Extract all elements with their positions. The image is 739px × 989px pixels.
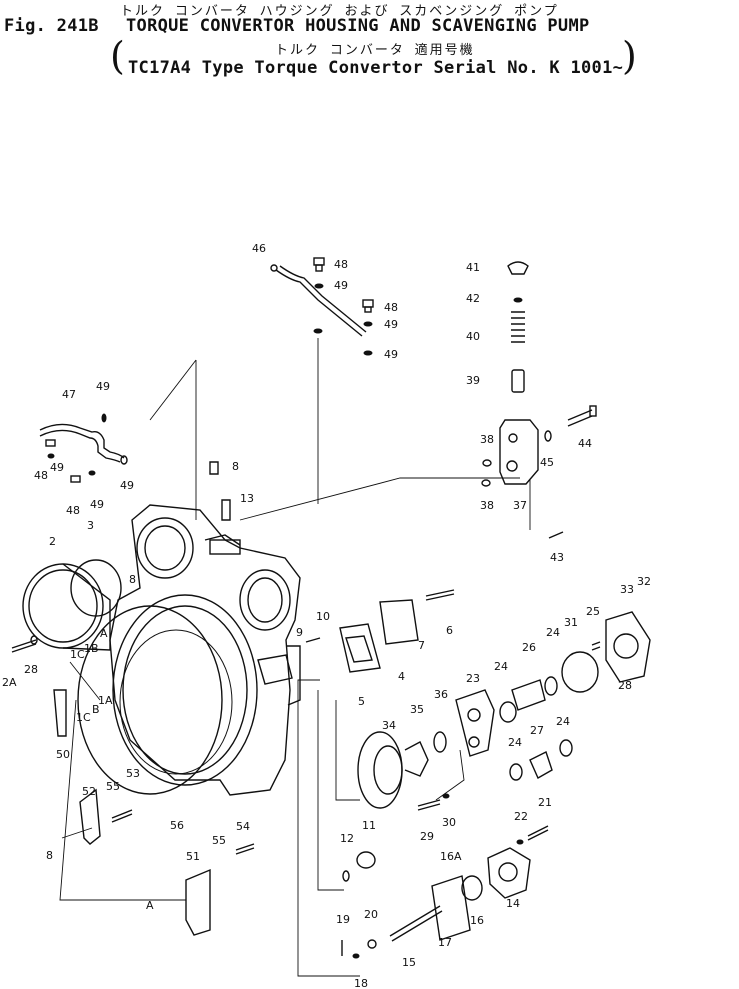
callout: 46 <box>252 242 266 255</box>
callout: 49 <box>334 279 348 292</box>
callout: 35 <box>410 703 424 716</box>
callout: 4 <box>398 670 405 683</box>
callout: 1C <box>76 711 91 724</box>
callout: 18 <box>354 977 368 989</box>
converter-housing <box>109 461 301 796</box>
page-title: TORQUE CONVERTOR HOUSING AND SCAVENGING … <box>126 16 590 36</box>
title-japanese: トルク コンバータ ハウジング および スカベンジング ポンプ <box>120 4 559 19</box>
callout: 48 <box>384 301 398 314</box>
callout: 49 <box>90 498 104 511</box>
callout: 16A <box>440 850 462 863</box>
callout: B <box>92 703 100 716</box>
callout: 5 <box>358 695 365 708</box>
callout: 34 <box>382 719 396 732</box>
callout: 49 <box>96 380 110 393</box>
callout: 26 <box>522 641 536 654</box>
breather-pipe-upper <box>270 257 374 356</box>
brackets <box>11 589 455 936</box>
callout: 9 <box>296 626 303 639</box>
callout: 56 <box>170 819 184 832</box>
callout: 48 <box>66 504 80 517</box>
callout: 20 <box>364 908 378 921</box>
callout: 53 <box>126 767 140 780</box>
callout: 51 <box>186 850 200 863</box>
breather-pipe-left <box>39 413 128 483</box>
callout: 41 <box>466 261 480 274</box>
callout: 49 <box>384 348 398 361</box>
callout: 31 <box>564 616 578 629</box>
callout: 15 <box>402 956 416 969</box>
callout: 1A <box>98 694 113 707</box>
subtitle-close-paren: ) <box>622 34 637 78</box>
callout: 24 <box>556 715 570 728</box>
callout: 11 <box>362 819 376 832</box>
callout: 52 <box>82 785 96 798</box>
subtitle: TC17A4 Type Torque Convertor Serial No. … <box>128 58 624 78</box>
callout: 38 <box>480 499 494 512</box>
callout: 36 <box>434 688 448 701</box>
callout: 24 <box>508 736 522 749</box>
callout: 48 <box>334 258 348 271</box>
callout: A <box>146 899 154 912</box>
callout: 47 <box>62 388 76 401</box>
callout: 54 <box>236 820 250 833</box>
callout: 19 <box>336 913 350 926</box>
subtitle-japanese: トルク コンバータ 適用号機 <box>275 43 475 58</box>
callout: 30 <box>442 816 456 829</box>
callout: 55 <box>212 834 226 847</box>
callout: 8 <box>129 573 136 586</box>
callout: 22 <box>514 810 528 823</box>
callout: 45 <box>540 456 554 469</box>
callout: 1B <box>84 642 99 655</box>
callout: 28 <box>618 679 632 692</box>
callout: 23 <box>466 672 480 685</box>
callout: 48 <box>34 469 48 482</box>
callout: 2A <box>2 676 17 689</box>
callout: 1C <box>70 648 85 661</box>
callout: 8 <box>232 460 239 473</box>
callout: 43 <box>550 551 564 564</box>
callout: 49 <box>120 479 134 492</box>
callout: 32 <box>637 575 651 588</box>
callout: 24 <box>546 626 560 639</box>
callout: 10 <box>316 610 330 623</box>
callout: 44 <box>578 437 592 450</box>
callout: 37 <box>513 499 527 512</box>
callout: 39 <box>466 374 480 387</box>
callout: 3 <box>87 519 94 532</box>
callout: 38 <box>480 433 494 446</box>
callout: 13 <box>240 492 254 505</box>
callout: 7 <box>418 639 425 652</box>
callout: 42 <box>466 292 480 305</box>
callout: 55 <box>106 780 120 793</box>
figure-number: Fig. 241B <box>4 16 99 36</box>
callout: 17 <box>438 936 452 949</box>
callout: A <box>100 627 108 640</box>
callout: 16 <box>470 914 484 927</box>
subtitle-open-paren: ( <box>110 34 125 78</box>
callout: 25 <box>586 605 600 618</box>
callout: 27 <box>530 724 544 737</box>
callout: 49 <box>384 318 398 331</box>
callout: 6 <box>446 624 453 637</box>
callout: 50 <box>56 748 70 761</box>
callout: 14 <box>506 897 520 910</box>
callout: 2 <box>49 535 56 548</box>
callout: 40 <box>466 330 480 343</box>
relief-valve-stack <box>481 261 597 539</box>
housing-cover <box>22 559 122 651</box>
callout: 24 <box>494 660 508 673</box>
pump-parts <box>339 599 651 959</box>
callout: 49 <box>50 461 64 474</box>
callout: 21 <box>538 796 552 809</box>
callout: 29 <box>420 830 434 843</box>
callout: 33 <box>620 583 634 596</box>
callout: 12 <box>340 832 354 845</box>
gasket-ring-56 <box>77 605 223 795</box>
leader-lines <box>59 338 531 977</box>
callout: 8 <box>46 849 53 862</box>
callout: 28 <box>24 663 38 676</box>
